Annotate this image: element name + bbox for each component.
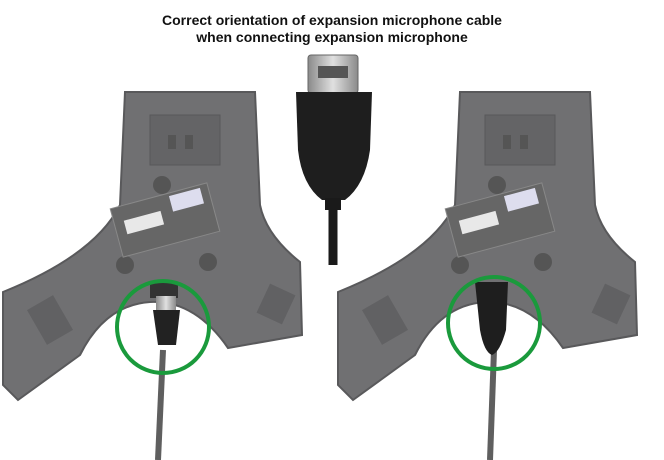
right-highlight-circle	[446, 275, 542, 371]
right-cable	[487, 349, 497, 460]
left-device	[2, 91, 303, 460]
right-plug-inserted	[475, 282, 508, 355]
left-highlight-circle	[115, 279, 211, 375]
left-plug-overmold	[153, 310, 180, 345]
title-line-1: Correct orientation of expansion microph…	[162, 12, 502, 28]
left-cable	[155, 349, 166, 460]
left-port	[150, 282, 178, 298]
center-connector	[296, 54, 372, 265]
right-device	[337, 91, 638, 460]
title-line-2: when connecting expansion microphone	[196, 29, 468, 45]
plug-overmold	[296, 92, 372, 200]
left-plug-metal	[156, 296, 176, 310]
